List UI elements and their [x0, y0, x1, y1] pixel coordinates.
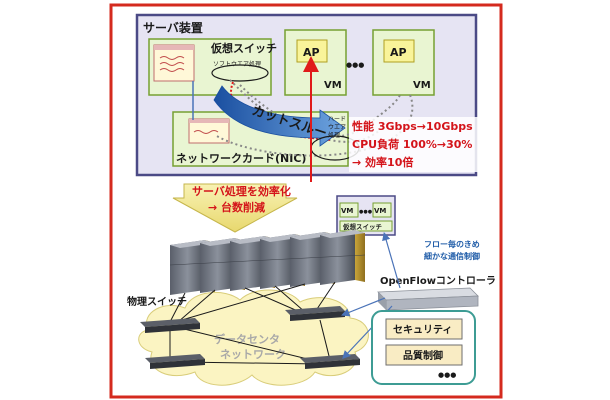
vswitch-label: 仮想スイッチ — [210, 41, 277, 55]
nic-window-header — [189, 119, 229, 123]
datacenter-line-2: ネットワーク — [220, 348, 286, 361]
flow-control-line-2: 細かな通信制御 — [424, 251, 480, 261]
physical-switch-label: 物理スイッチ — [127, 295, 187, 308]
openflow-controller-device — [377, 287, 479, 311]
qos-box — [385, 344, 463, 366]
qos-label: 品質制御 — [403, 349, 443, 362]
vm-label-2: VM — [413, 80, 431, 91]
vm-inset-vm-left — [339, 202, 359, 218]
vm-inset-vm-right-label: VM — [374, 207, 386, 215]
security-label: セキュリティ — [393, 324, 452, 336]
vm-inset-dots: ●●● — [359, 209, 373, 215]
performance-line-3: → 効率10倍 — [352, 155, 413, 169]
openflow-controller-label: OpenFlowコントローラ — [380, 275, 496, 287]
server-racks — [169, 230, 366, 295]
performance-line-1: 性能 3Gbps→10Gbps — [352, 119, 473, 133]
vswitch-window-header — [154, 45, 194, 50]
hardware-label-1: ハード — [328, 116, 346, 123]
performance-line-2: CPU負荷 100%→30% — [352, 137, 472, 151]
controller-apps-more: ●●● — [438, 371, 456, 379]
hardware-label-2: ウエア — [328, 123, 346, 131]
vswitch-wave-icon — [159, 56, 185, 72]
vm-inset-vswitch-label: 仮想スイッチ — [342, 222, 383, 231]
datacenter-line-1: データセンタ — [214, 332, 280, 346]
physical-switch-2 — [285, 306, 345, 321]
vswitch-ellipse — [211, 64, 269, 82]
cut-through-arrow — [213, 85, 346, 147]
nic-label: ネットワークカード(NIC) — [176, 152, 306, 165]
vm-label-1: VM — [324, 80, 342, 91]
nic-wave-icon — [193, 130, 219, 134]
flow-control-line-1: フロー毎のきめ — [424, 239, 480, 249]
efficiency-arrow — [172, 183, 298, 233]
ap-box-2 — [383, 39, 415, 63]
physical-switch-1 — [140, 318, 200, 333]
hardware-label-3: 処理 — [328, 131, 340, 139]
efficiency-line-2: → 台数削減 — [208, 200, 265, 214]
vm-inset-vm-right — [372, 202, 392, 218]
rack-6 — [320, 230, 365, 285]
vm-inset-vswitch-bar — [339, 220, 393, 232]
control-arrow-1 — [341, 297, 386, 317]
software-processing-label: ソフトウエア処理 — [213, 60, 261, 68]
efficiency-line-1: サーバ処理を効率化 — [192, 184, 291, 198]
performance-panel — [349, 117, 494, 172]
dotted-flow-3 — [214, 94, 414, 157]
server-title: サーバ装置 — [143, 20, 203, 35]
ap-label-2: AP — [390, 46, 407, 59]
vswitch-window-icon — [153, 44, 195, 82]
physical-switch-3 — [145, 354, 205, 369]
vm-inset-vm-left-label: VM — [341, 207, 353, 215]
network-links — [169, 281, 336, 365]
security-box — [385, 318, 463, 340]
vm-ellipsis: ●●● — [346, 61, 364, 69]
control-arrow-3 — [382, 231, 401, 289]
rack-stripes — [169, 254, 366, 266]
ap-label-1: AP — [303, 46, 320, 59]
